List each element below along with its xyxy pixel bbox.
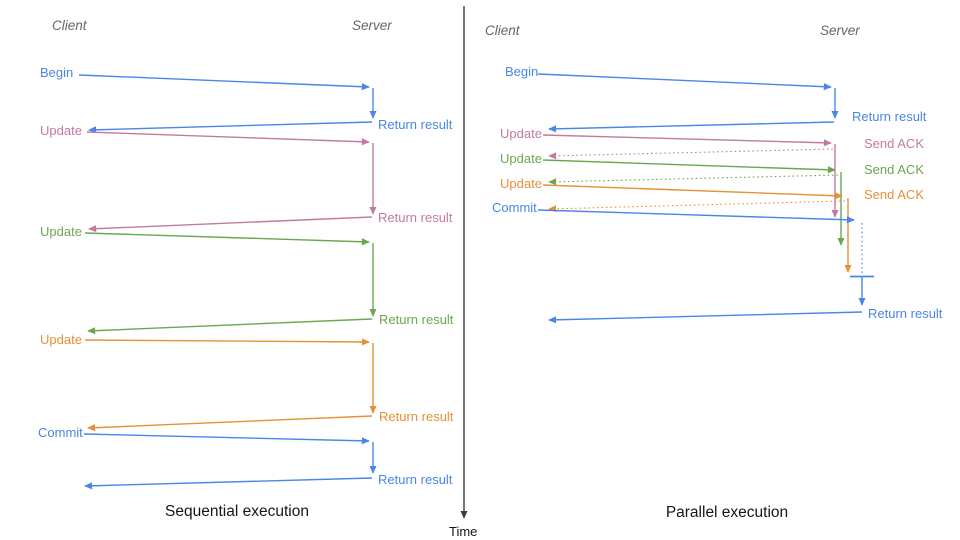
response-label-return-result: Return result bbox=[852, 109, 927, 124]
response-label-return-result: Return result bbox=[868, 306, 943, 321]
client-column-header: Client bbox=[485, 23, 521, 38]
ack-dotted-arrow-update-1 bbox=[548, 148, 834, 160]
request-arrow-update-2 bbox=[542, 159, 836, 174]
request-arrow-update-3 bbox=[84, 338, 370, 346]
response-label-return-result: Return result bbox=[378, 472, 453, 487]
response-arrow-commit bbox=[84, 477, 373, 490]
ack-dotted-arrow-update-3 bbox=[548, 200, 846, 213]
response-arrow-begin bbox=[548, 121, 835, 133]
parallel-caption: Parallel execution bbox=[666, 504, 788, 521]
ack-label-update-1: Send ACK bbox=[864, 136, 924, 151]
response-arrow-update-3 bbox=[87, 415, 373, 432]
response-arrow-update-2 bbox=[87, 318, 373, 335]
request-arrow-update-2 bbox=[84, 232, 370, 246]
request-arrow-commit bbox=[83, 433, 370, 445]
message-label-update-1: Update bbox=[500, 126, 542, 141]
message-label-begin: Begin bbox=[505, 64, 538, 79]
message-label-commit: Commit bbox=[38, 425, 83, 440]
parallel-diagram: Client Server Begin Return result Update… bbox=[485, 23, 943, 521]
time-axis-label: Time bbox=[449, 524, 477, 539]
request-arrow-begin bbox=[537, 73, 832, 91]
time-axis: Time bbox=[449, 6, 477, 539]
message-label-update-1: Update bbox=[40, 123, 82, 138]
client-column-header: Client bbox=[52, 18, 88, 33]
message-label-update-2: Update bbox=[40, 224, 82, 239]
server-column-header: Server bbox=[820, 23, 860, 38]
request-arrow-update-1 bbox=[542, 134, 832, 147]
message-label-begin: Begin bbox=[40, 65, 73, 80]
server-column-header: Server bbox=[352, 18, 392, 33]
request-arrow-update-3 bbox=[542, 184, 843, 200]
request-arrow-commit bbox=[537, 209, 855, 224]
response-label-return-result: Return result bbox=[378, 117, 453, 132]
message-label-commit: Commit bbox=[492, 200, 537, 215]
message-label-update-3: Update bbox=[40, 332, 82, 347]
response-arrow-begin bbox=[88, 121, 373, 134]
ack-label-update-2: Send ACK bbox=[864, 162, 924, 177]
response-label-return-result: Return result bbox=[378, 210, 453, 225]
response-label-return-result: Return result bbox=[379, 312, 454, 327]
request-arrow-update-1 bbox=[86, 131, 370, 146]
response-arrow-commit bbox=[548, 311, 863, 324]
response-label-return-result: Return result bbox=[379, 409, 454, 424]
message-label-update-3: Update bbox=[500, 176, 542, 191]
ack-label-update-3: Send ACK bbox=[864, 187, 924, 202]
response-arrow-update-1 bbox=[88, 216, 373, 233]
sequential-diagram: Client Server Begin Return result Update… bbox=[38, 18, 454, 520]
sequential-caption: Sequential execution bbox=[165, 503, 309, 520]
request-arrow-begin bbox=[78, 74, 370, 91]
ack-dotted-arrow-update-2 bbox=[548, 174, 839, 186]
message-label-update-2: Update bbox=[500, 151, 542, 166]
